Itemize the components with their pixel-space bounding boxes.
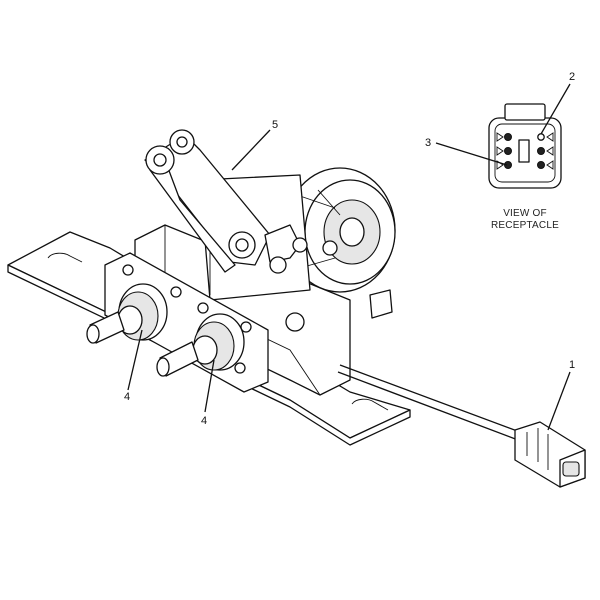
callout-1: 1 (569, 359, 575, 371)
callout-4b: 4 (201, 415, 207, 427)
callout-3: 3 (425, 137, 431, 149)
leader-line-1 (547, 371, 571, 431)
potentiometer-knob-right (156, 313, 245, 377)
receptacle-caption-line2: RECEPTACLE (491, 220, 559, 231)
receptacle-view (488, 103, 562, 189)
leader-line-2 (540, 83, 571, 135)
callout-2: 2 (569, 71, 575, 83)
potentiometer-knob-left (86, 283, 168, 344)
callout-4a: 4 (124, 391, 130, 403)
linkage-arm (144, 129, 338, 332)
leader-line-4b (204, 359, 215, 413)
connector-plug (514, 421, 586, 488)
leader-line-5 (231, 129, 271, 171)
wire-harness (337, 364, 521, 441)
callout-5: 5 (272, 119, 278, 131)
leader-line-4a (127, 329, 143, 391)
leader-line-3 (435, 142, 508, 166)
receptacle-caption-line1: VIEW OF (503, 208, 547, 219)
